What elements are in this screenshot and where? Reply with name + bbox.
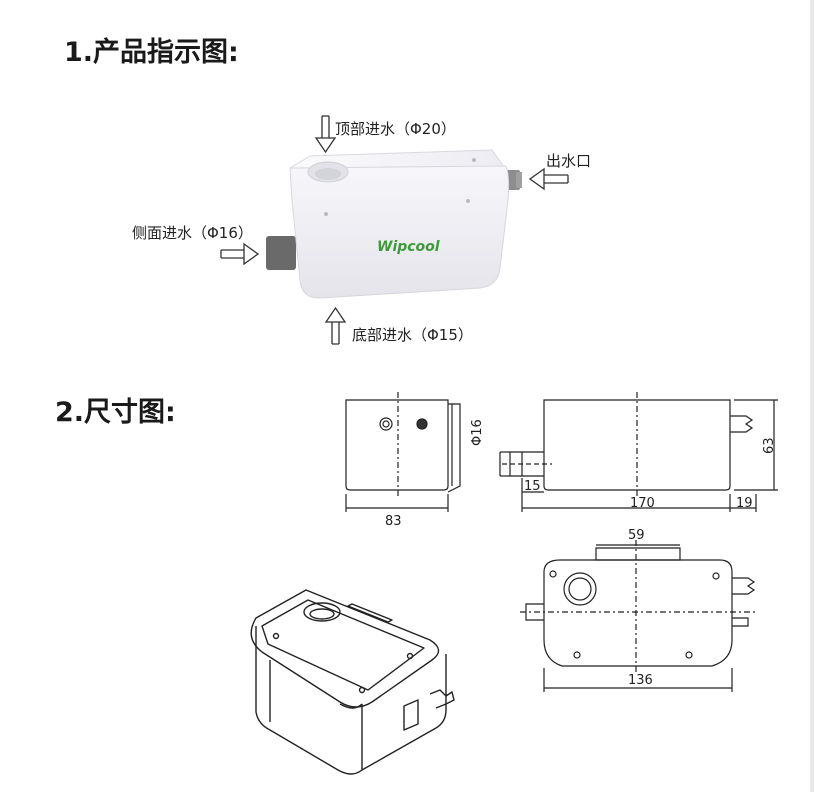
side-inlet-nozzle [266,236,296,270]
dim-length: 170 [630,496,655,511]
side-view [345,392,461,512]
top-view [520,540,756,692]
callout-arrows [220,115,569,345]
arrow-bottom-up [324,306,347,345]
iso-view [250,589,455,775]
arrow-outlet-left [528,167,569,191]
brand-logo: Wipcool [377,239,440,255]
callout-outlet: 出水口 [546,152,592,170]
pump-photo [266,149,522,299]
dim-body-length: 136 [628,673,653,688]
dim-inlet-length: 15 [524,479,541,494]
pump-body [289,165,510,299]
page-edge [810,0,814,792]
section-title-product: 1.产品指示图: [64,37,239,68]
arrow-top-down [314,116,337,154]
section-title-dimensions: 2.尺寸图: [55,397,176,428]
dim-side-diameter: Φ16 [470,419,485,446]
front-view [499,392,778,512]
dim-top-flange: 59 [628,528,645,543]
dim-side-width: 83 [385,514,402,529]
callout-side-inlet: 侧面进水（Φ16） [132,224,253,242]
dim-height: 63 [762,437,777,454]
callout-bottom-inlet: 底部进水（Φ15） [352,326,473,344]
callout-top-inlet: 顶部进水（Φ20） [335,120,456,138]
arrow-side-right [220,242,260,266]
dim-outlet-length: 19 [736,496,753,511]
